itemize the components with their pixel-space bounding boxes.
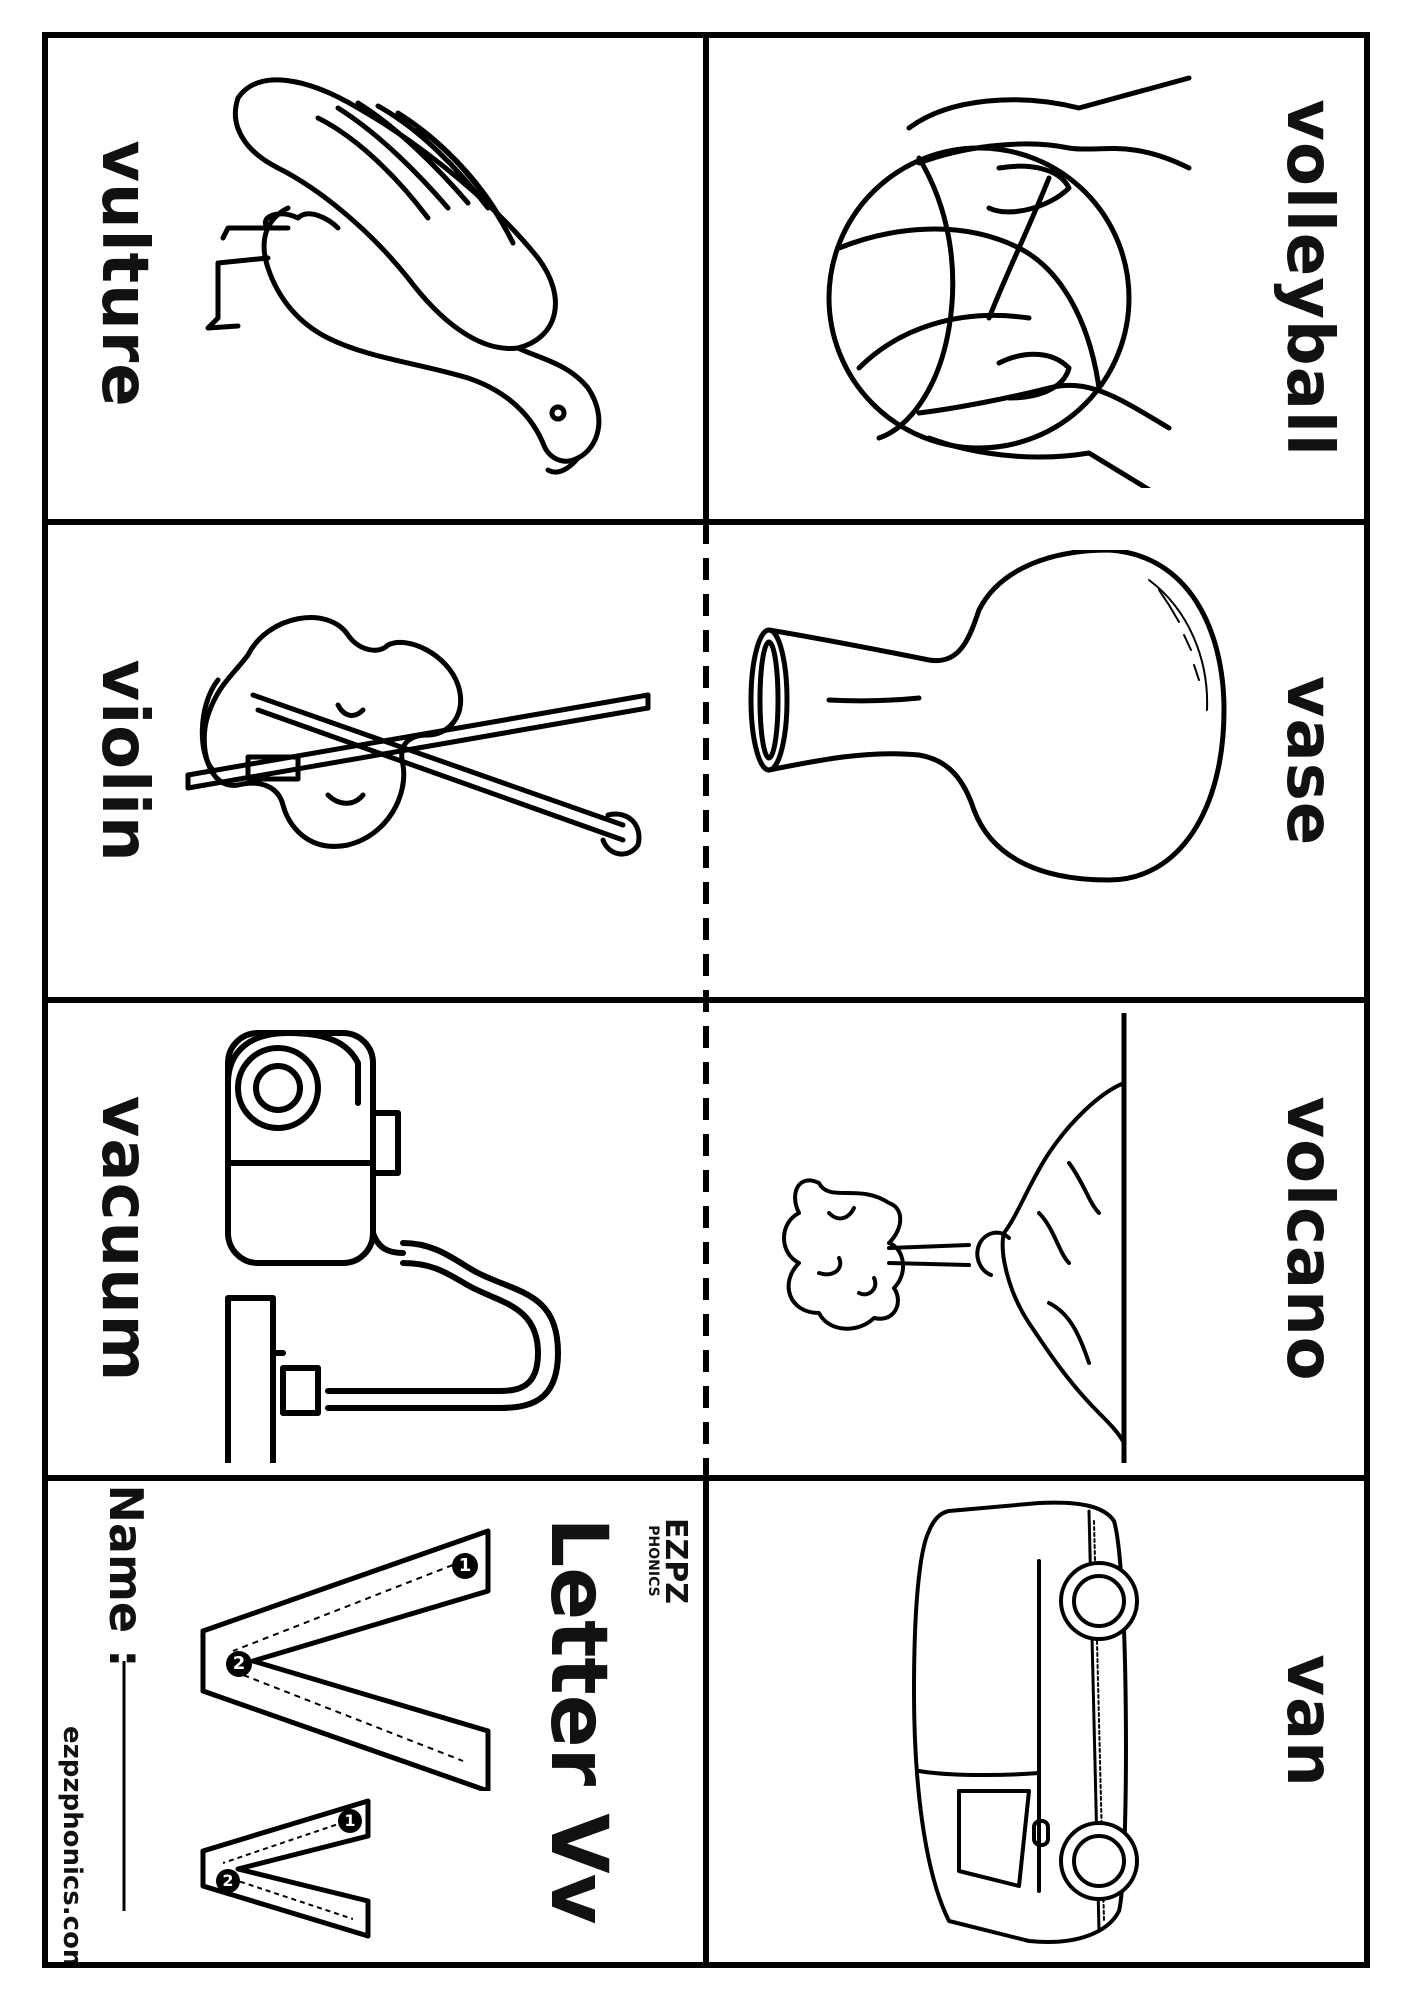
stroke-number-2: 2: [226, 1651, 252, 1677]
tracing-big-v: [200, 1528, 491, 1791]
card-volleyball: volleyball: [709, 38, 1364, 519]
logo-top-text: EZPZ: [658, 1518, 693, 1604]
cover-card: EZPZ PHONICS Letter Vv Name : ezpzphonic…: [48, 1481, 703, 1962]
word-vulture: vulture: [87, 140, 161, 408]
vulture-illustration: [205, 77, 602, 475]
card-violin: violin: [48, 525, 703, 997]
word-violin: violin: [87, 659, 161, 863]
card-grid-lines: [42, 32, 1370, 1968]
card-vase: vase: [709, 525, 1364, 997]
word-volcano: volcano: [1272, 1096, 1346, 1382]
logo-bottom-text: PHONICS: [645, 1525, 661, 1597]
violin-illustration: [185, 615, 651, 857]
card-van: van: [709, 1481, 1364, 1962]
volcano-illustration: [782, 1013, 1127, 1463]
volleyball-illustration: [826, 75, 1192, 488]
word-vase: vase: [1272, 675, 1346, 847]
word-van: van: [1272, 1654, 1346, 1788]
cover-title: Letter Vv: [533, 1517, 623, 1925]
card-vacuum: vacuum: [48, 1003, 703, 1475]
flip-book-sheet: vulture volleyball: [42, 32, 1370, 1968]
name-write-line: [122, 1661, 126, 1911]
tracing-small-v: [200, 1798, 371, 1939]
stroke-number-small-1: 1: [338, 1809, 362, 1833]
card-volcano: volcano: [709, 1003, 1364, 1475]
word-vacuum: vacuum: [87, 1095, 161, 1383]
word-volleyball: volleyball: [1272, 99, 1346, 457]
ezpz-logo: EZPZ PHONICS: [645, 1518, 693, 1604]
vacuum-illustration: [225, 1030, 561, 1463]
card-vulture: vulture: [48, 38, 703, 519]
name-label: Name :: [99, 1484, 153, 1668]
van-illustration: [912, 1500, 1139, 1944]
website-text: ezpzphonics.com: [57, 1725, 87, 1962]
stroke-number-1: 1: [452, 1553, 478, 1579]
stroke-number-small-2: 2: [216, 1869, 240, 1893]
vase-illustration: [748, 550, 1227, 883]
